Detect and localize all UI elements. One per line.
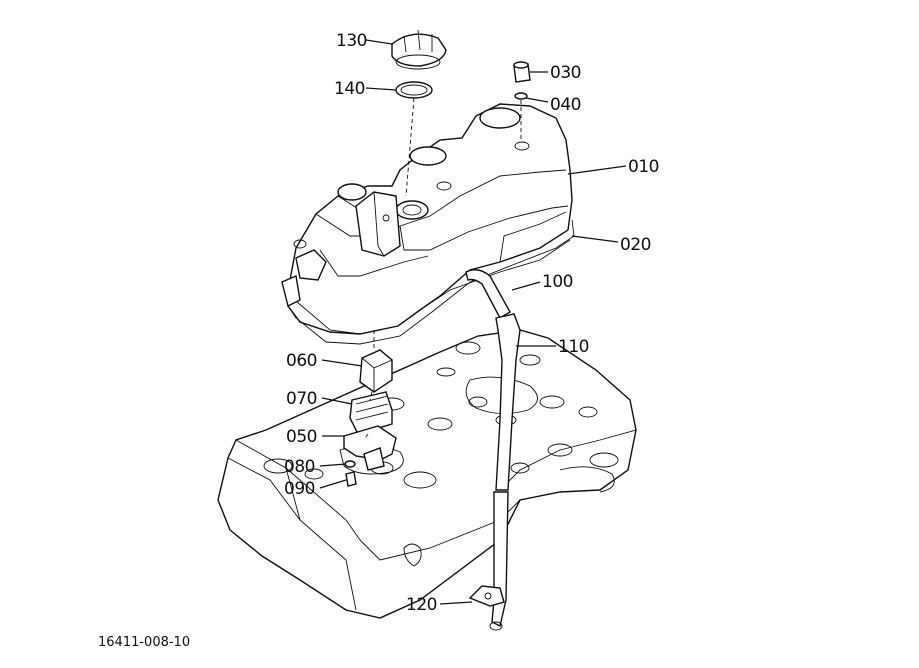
figure-code: 16411-008-10 (98, 635, 190, 650)
valve-cover (281, 103, 575, 345)
breather-bolt (345, 471, 357, 487)
callout-050: 050 (286, 427, 317, 447)
acorn-nut (513, 61, 531, 83)
sealing-washer (514, 92, 528, 100)
callout-080: 080 (284, 457, 315, 477)
callout-090: 090 (284, 479, 315, 499)
breather-cover (359, 349, 393, 393)
cap-alignment-line (405, 97, 415, 197)
callout-010: 010 (628, 157, 659, 177)
breather-hose (465, 269, 521, 491)
callout-030: 030 (550, 63, 581, 83)
callout-040: 040 (550, 95, 581, 115)
pipe-clamp (468, 585, 505, 607)
leader-lines (319, 39, 627, 605)
callout-100: 100 (542, 272, 573, 292)
callout-140: 140 (334, 79, 365, 99)
callout-120: 120 (406, 595, 437, 615)
callout-070: 070 (286, 389, 317, 409)
oil-filler-cap (391, 29, 447, 70)
breather-plate (343, 425, 397, 471)
callout-110: 110 (558, 337, 589, 357)
cylinder-head-block (217, 329, 637, 619)
callout-130: 130 (336, 31, 367, 51)
callout-060: 060 (286, 351, 317, 371)
valve-alignment-line (363, 330, 375, 441)
callout-020: 020 (620, 235, 651, 255)
breather-element (349, 391, 393, 435)
breather-washer (344, 460, 356, 468)
